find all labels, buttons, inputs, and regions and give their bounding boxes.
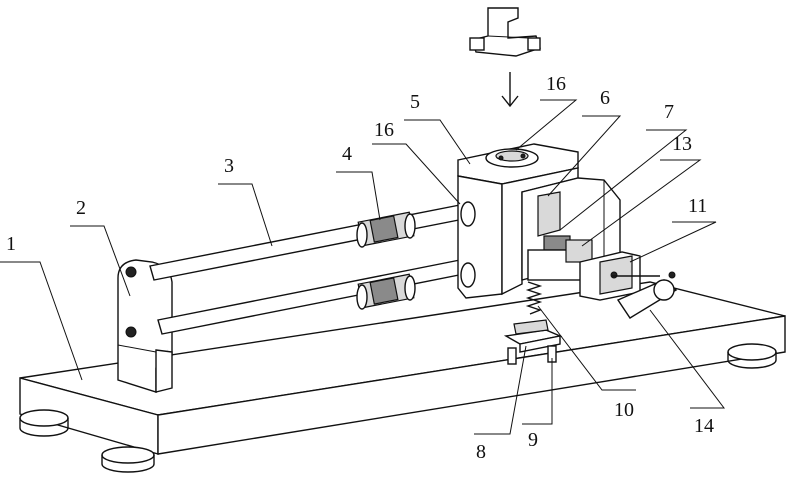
workpiece <box>470 8 540 56</box>
callout-16: 16 <box>546 73 566 95</box>
callout-14: 14 <box>694 415 714 437</box>
callout-8: 8 <box>476 441 486 463</box>
guide-rods <box>150 203 474 334</box>
callout-10: 10 <box>614 399 634 421</box>
callout-3: 3 <box>224 155 234 177</box>
callout-4: 4 <box>342 143 352 165</box>
callout-7: 7 <box>664 101 674 123</box>
callout-11: 11 <box>688 195 707 217</box>
callout-13: 13 <box>672 133 692 155</box>
callout-6: 6 <box>600 87 610 109</box>
linear-bearing-upper <box>357 212 415 247</box>
callout-16: 16 <box>374 119 394 141</box>
callout-2: 2 <box>76 197 86 219</box>
callout-1: 1 <box>6 233 16 255</box>
down-arrow-icon <box>502 72 518 106</box>
callout-9: 9 <box>528 429 538 451</box>
callout-5: 5 <box>410 91 420 113</box>
